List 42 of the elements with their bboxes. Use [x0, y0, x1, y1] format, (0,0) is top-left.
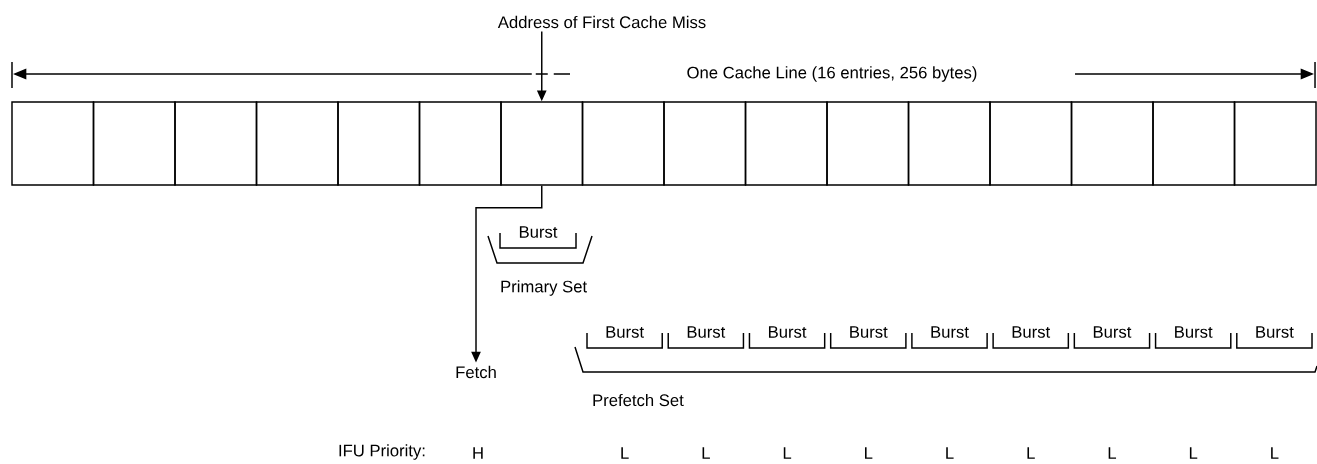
node-text: Fetch: [456, 365, 496, 379]
priority-value: L: [1271, 447, 1279, 459]
priority-value: L: [702, 447, 710, 459]
memory-cell: [663, 101, 747, 186]
priority-value: L: [783, 447, 792, 459]
priority-value: L: [1189, 447, 1198, 459]
priority-value: L: [946, 447, 954, 459]
memory-cell: [1152, 101, 1236, 186]
memory-cell: [92, 101, 176, 186]
burst-bracket: Burst: [829, 326, 907, 349]
priority-value: L: [1108, 447, 1117, 459]
memory-cell: [174, 101, 258, 186]
burst-bracket: Burst: [1236, 326, 1313, 349]
priority-value: L: [621, 447, 629, 459]
memory-cell: [907, 101, 991, 186]
memory-cell: [744, 101, 828, 186]
burst-bracket: Burst: [667, 326, 745, 349]
memory-cell: [500, 101, 584, 186]
set-label: Primary Set: [501, 280, 587, 296]
priority-label: IFU Priority:: [339, 444, 425, 460]
burst-bracket: Burst: [499, 226, 577, 249]
burst-bracket: Burst: [586, 326, 663, 349]
memory-cell: [1070, 101, 1154, 186]
memory-cell: [418, 101, 502, 186]
memory-cell: [255, 101, 339, 186]
burst-bracket: Burst: [748, 326, 826, 349]
memory-cell: [826, 101, 910, 186]
memory-cell: [11, 101, 95, 186]
dimension-label: One Cache Line (16 entries, 256 bytes): [687, 66, 977, 82]
memory-cell: [989, 101, 1073, 186]
burst-bracket: Burst: [1073, 326, 1151, 349]
memory-cell: [337, 101, 421, 186]
priority-value: H: [473, 447, 483, 459]
burst-bracket: Burst: [992, 326, 1070, 349]
priority-value: L: [1027, 447, 1035, 459]
burst-bracket: Burst: [911, 326, 988, 349]
memory-cell: [581, 101, 665, 186]
burst-bracket: Burst: [1154, 326, 1232, 349]
memory-cell: [1233, 101, 1317, 186]
priority-value: L: [865, 447, 873, 459]
node-text: Address of First Cache Miss: [497, 15, 706, 29]
set-label: Prefetch Set: [593, 393, 684, 407]
